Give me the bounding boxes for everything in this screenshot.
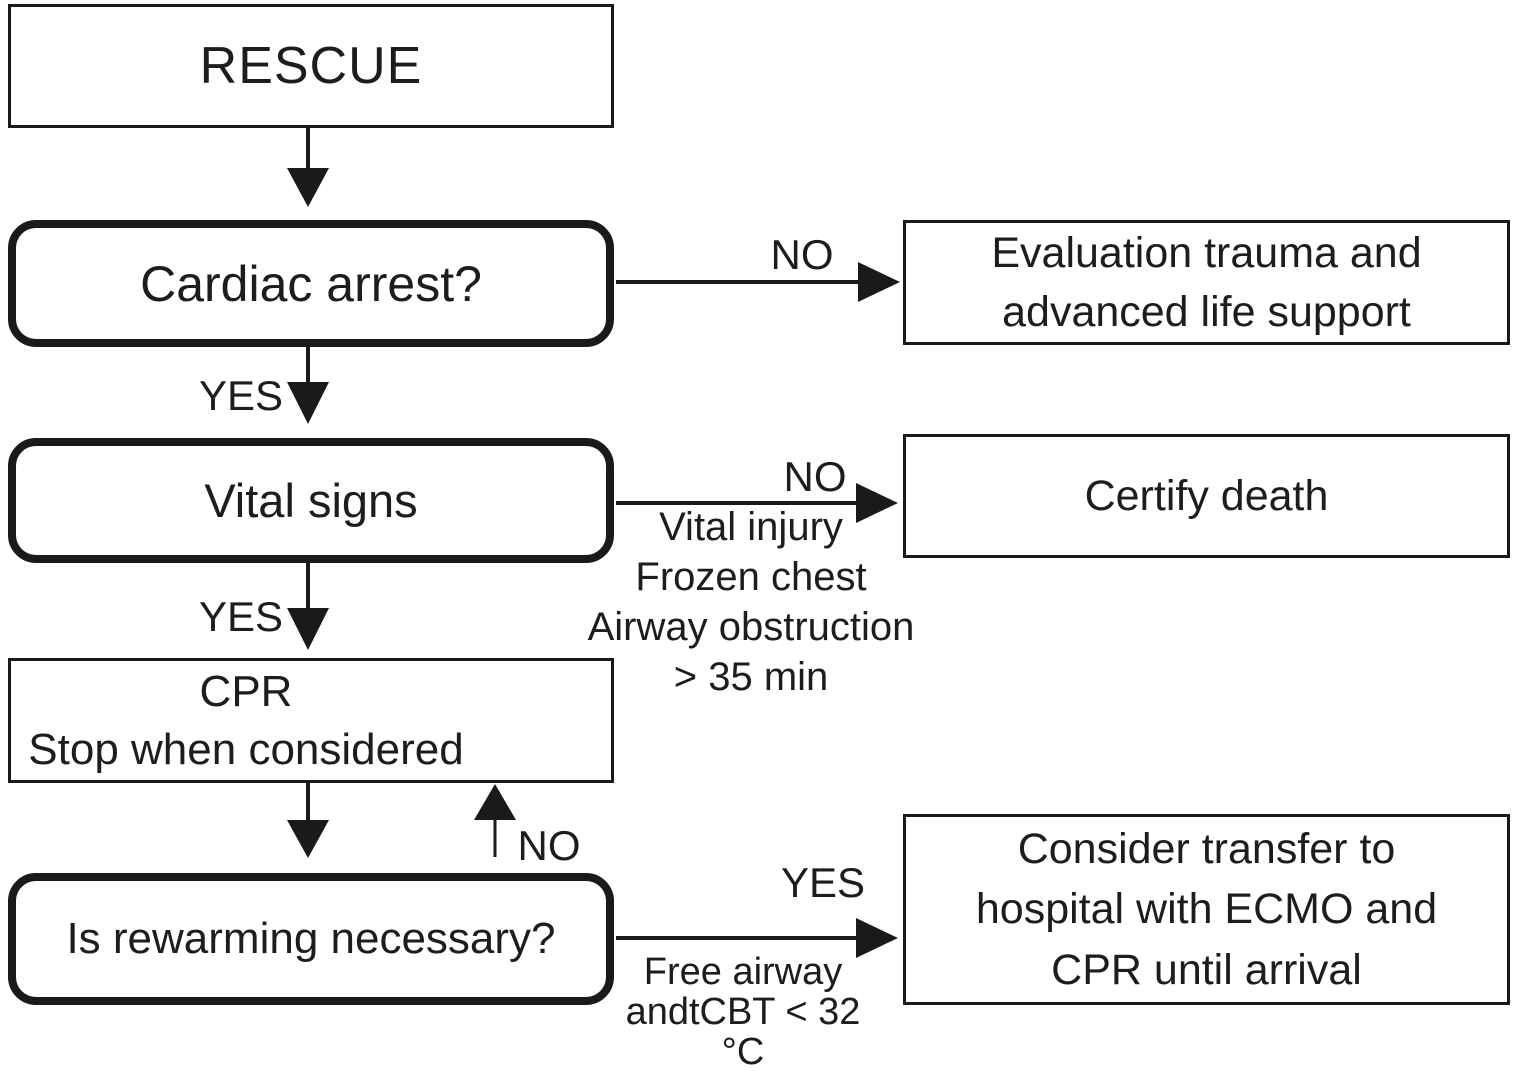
node-rescue: RESCUE (8, 4, 614, 128)
edge-label-cardiac-yes: YES (198, 372, 284, 419)
node-rewarming-label: Is rewarming necessary? (66, 914, 556, 963)
node-transfer-line-1: Consider transfer to (1017, 825, 1396, 874)
node-cardiac-arrest-label: Cardiac arrest? (140, 255, 482, 312)
arrow-cpr-to-rewarming (287, 783, 329, 858)
edge-label-rewarm-yes: YES (780, 859, 866, 906)
node-evaluation-line-2: advanced life support (1002, 287, 1411, 336)
node-certify-death-label: Certify death (1084, 471, 1329, 520)
node-vital-signs-label: Vital signs (204, 474, 418, 527)
edge-label-vital-no: NO (783, 453, 847, 500)
node-cpr-line-1: CPR (199, 667, 293, 717)
node-evaluation-line-1: Evaluation trauma and (991, 229, 1422, 278)
node-vital-signs: Vital signs (8, 438, 614, 563)
node-transfer-ecmo: Consider transfer to hospital with ECMO … (903, 814, 1510, 1005)
arrow-vital-signs-yes-to-cpr (287, 563, 329, 650)
rewarm-yes-condition-2: andtCBT < 32 (625, 991, 861, 1033)
node-cardiac-arrest: Cardiac arrest? (8, 220, 614, 347)
arrow-cardiac-arrest-no-to-evaluation (616, 262, 900, 302)
node-rescue-label: RESCUE (199, 37, 423, 95)
rewarm-yes-conditions: Free airway andtCBT < 32 °C (593, 952, 893, 1072)
node-evaluation-trauma: Evaluation trauma and advanced life supp… (903, 220, 1510, 345)
vital-no-condition-3: Airway obstruction (587, 605, 915, 649)
edge-label-rewarm-no: NO (517, 822, 581, 869)
arrow-cardiac-arrest-yes-to-vital-signs (287, 347, 329, 424)
node-cpr: CPR Stop when considered (8, 658, 614, 783)
node-rewarming: Is rewarming necessary? (8, 873, 614, 1005)
node-transfer-line-3: CPR until arrival (1051, 945, 1362, 994)
node-transfer-line-2: hospital with ECMO and (975, 885, 1438, 934)
vital-no-condition-2: Frozen chest (635, 555, 867, 599)
arrow-rewarming-no-to-cpr (474, 784, 516, 857)
vital-no-condition-4: > 35 min (673, 655, 829, 699)
vital-no-conditions: Vital injury Frozen chest Airway obstruc… (565, 502, 937, 702)
edge-label-cardiac-no: NO (770, 231, 834, 278)
arrow-rescue-to-cardiac-arrest (287, 128, 329, 207)
node-certify-death: Certify death (903, 434, 1510, 558)
rewarm-yes-condition-1: Free airway (643, 951, 843, 993)
edge-label-vital-yes: YES (198, 593, 284, 640)
node-cpr-line-2: Stop when considered (28, 724, 464, 774)
rewarm-yes-condition-3: °C (721, 1031, 765, 1073)
vital-no-condition-1: Vital injury (659, 505, 843, 549)
